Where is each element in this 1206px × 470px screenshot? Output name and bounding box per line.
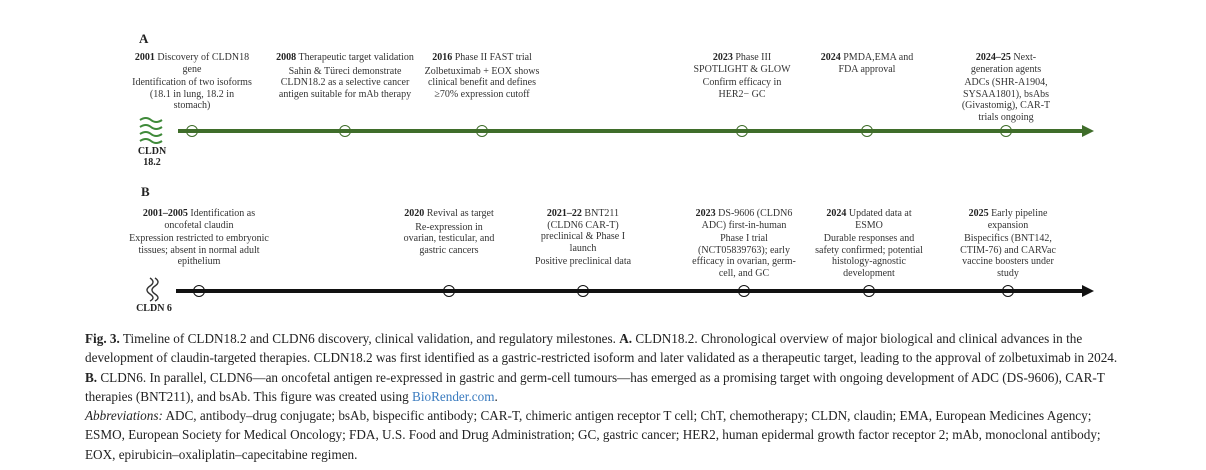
timeline-b-line [176,289,1084,293]
event-title: Discovery of CLDN18 gene [157,52,250,75]
event-heading: 2023 DS-9606 (CLDN6 ADC) first-in-human [692,208,797,231]
event-description: Bispecifics (BNT142, CTIM-76) and CARVac… [960,233,1056,279]
caption-text: CLDN18.2. Chronological overview of majo… [85,331,1118,366]
cldn6-label: CLDN 6 [136,303,172,314]
abbreviations-text: ADC, antibody–drug conjugate; bsAb, bisp… [85,408,1101,462]
event-description: Zolbetuximab + EOX shows clinical benefi… [424,65,540,100]
event-heading: 2024 PMDA,EMA and FDA approval [817,52,917,75]
fig-label: Fig. 3. [85,331,120,346]
event-description: ADCs (SHR-A1904, SYSAA1801), bsAbs (Giva… [961,77,1051,123]
event-year: 2001–2005 [142,208,188,219]
event-description: Sahin & Türeci demonstrate CLDN18.2 as a… [278,65,412,100]
event-description: Positive preclinical data [534,256,632,267]
timeline-event: 2001–2005 Identification as oncofetal cl… [129,208,269,268]
timeline-b-arrow [1082,285,1094,297]
biorender-link[interactable]: BioRender.com [412,388,495,404]
event-heading: 2024–25 Next-generation agents [956,52,1056,75]
event-heading: 2021–22 BNT211 (CLDN6 CAR-T) preclinical… [528,208,638,254]
caption-b-label: B. [85,369,98,385]
event-description: Identification of two isoforms (18.1 in … [132,77,252,111]
event-description: Confirm efficacy in HER2− GC [702,77,782,100]
event-description: Re-expression in ovarian, testicular, an… [403,221,495,256]
event-year: 2024 [820,52,841,63]
claudin-18-icon [139,117,163,144]
event-year: 2024 [826,208,847,219]
event-heading: 2020 Revival as target [399,208,499,220]
event-year: 2021–22 [546,208,582,219]
panel-b-label: B [141,184,150,199]
event-year: 2016 [432,52,453,63]
event-heading: 2025 Early pipeline expansion [953,208,1063,231]
timeline-event: 2024 PMDA,EMA and FDA approval [817,52,917,77]
event-heading: 2024 Updated data at ESMO [812,208,927,231]
event-heading: 2023 Phase III SPOTLIGHT & GLOW [690,52,795,75]
event-heading: 2008 Therapeutic target validation [275,52,415,64]
event-heading: 2001 Discovery of CLDN18 gene [132,52,252,75]
event-title: Next-generation agents [970,52,1042,75]
figure-caption: Fig. 3. Timeline of CLDN18.2 and CLDN6 d… [85,329,1125,464]
panel-a-label: A [139,31,149,46]
event-title: Updated data at ESMO [848,208,912,231]
event-title: DS-9606 (CLDN6 ADC) first-in-human [701,208,793,231]
event-title: PMDA,EMA and FDA approval [838,52,914,75]
event-title: Therapeutic target validation [298,52,414,63]
event-description: Durable responses and safety confirmed; … [815,233,923,279]
event-year: 2001 [134,52,155,63]
abbreviations-label: Abbreviations: [85,408,163,424]
event-title: Phase III SPOTLIGHT & GLOW [693,52,791,75]
event-year: 2020 [404,208,425,219]
cldn18-label: CLDN 18.2 [137,146,167,168]
caption-a-label: A. [619,331,633,346]
event-year: 2023 [712,52,733,63]
timeline-a-arrow [1082,125,1094,137]
event-title: BNT211 (CLDN6 CAR-T) preclinical & Phase… [540,208,626,254]
event-title: Identification as oncofetal claudin [164,208,256,231]
event-title: Phase II FAST trial [454,52,532,63]
event-heading: 2016 Phase II FAST trial [420,52,545,64]
timeline-event: 2021–22 BNT211 (CLDN6 CAR-T) preclinical… [528,208,638,268]
event-description: Expression restricted to embryonic tissu… [129,233,269,267]
event-description: Phase I trial (NCT05839763); early effic… [692,233,796,279]
event-year: 2025 [968,208,989,219]
claudin-6-icon [146,277,159,302]
caption-text: CLDN6. In parallel, CLDN6—an oncofetal a… [85,369,1105,404]
event-year: 2008 [276,52,297,63]
event-year: 2024–25 [975,52,1011,63]
event-heading: 2001–2005 Identification as oncofetal cl… [129,208,269,231]
timeline-a-line [178,129,1084,133]
event-title: Early pipeline expansion [987,208,1048,231]
event-title: Revival as target [426,208,494,219]
caption-text: . [494,388,498,404]
event-year: 2023 [695,208,716,219]
caption-text: Timeline of CLDN18.2 and CLDN6 discovery… [119,331,620,346]
